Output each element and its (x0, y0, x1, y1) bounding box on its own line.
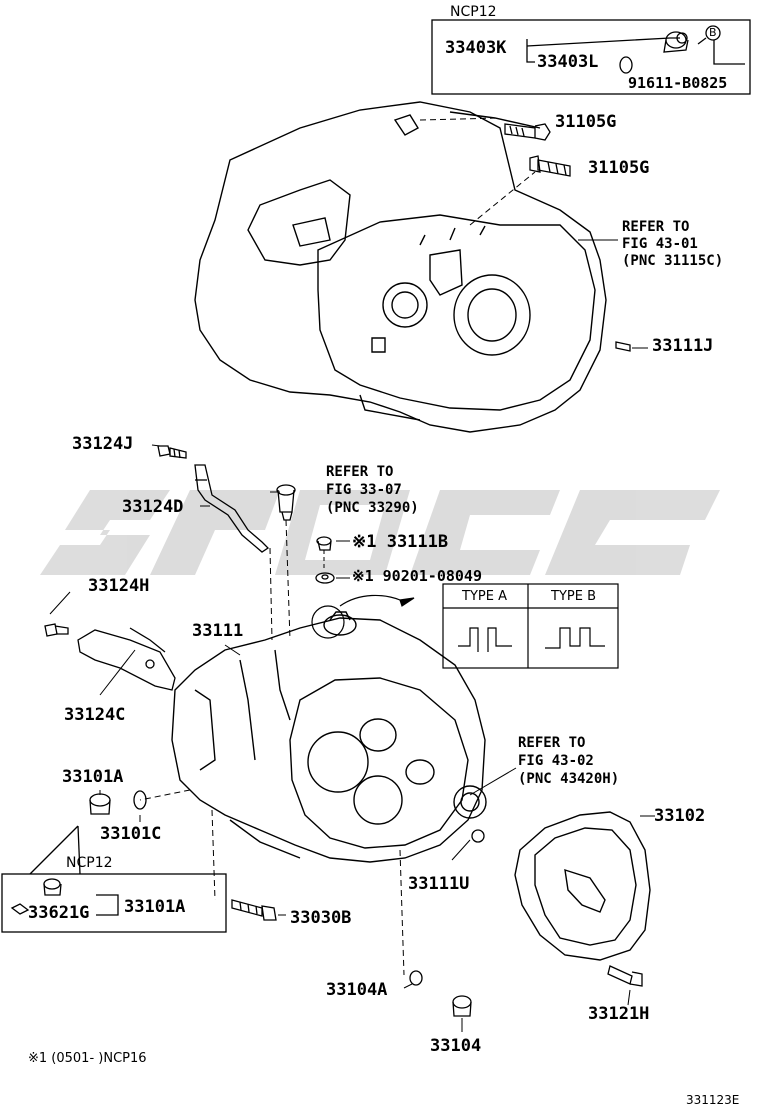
type-a-header: TYPE A (462, 589, 507, 604)
ref-note-43-02-line2: FIG 43-02 (518, 753, 594, 769)
type-table (442, 583, 619, 669)
inset-left-title: NCP12 (66, 855, 113, 871)
part-label-33621g: 33621G (28, 903, 90, 923)
plug-33104a (409, 970, 423, 986)
part-label-31105g-b: 31105G (588, 158, 650, 178)
figure-code: 331123E (686, 1093, 740, 1107)
washer-90201 (315, 572, 335, 584)
part-label-33111u: 33111U (408, 874, 470, 894)
part-label-33124c: 33124C (64, 705, 126, 725)
bolt-33121h (607, 965, 643, 987)
pin-33111j (615, 341, 631, 352)
part-label-33111: 33111 (192, 621, 244, 641)
bolt-31105g-upper (504, 123, 551, 141)
stud-ref-33290 (276, 484, 296, 521)
ref-note-33-07-line2: FIG 33-07 (326, 482, 402, 498)
ref-note-33-07-line3: (PNC 33290) (326, 500, 419, 516)
ref-note-43-01-line2: FIG 43-01 (622, 236, 698, 252)
part-label-33104: 33104 (430, 1036, 482, 1056)
bracket-33124d (194, 464, 270, 553)
oring-33101c (133, 790, 147, 810)
inset-box-left (1, 825, 227, 933)
part-label-33102: 33102 (654, 806, 706, 826)
ref-note-43-01-line1: REFER TO (622, 219, 690, 235)
cover-33102 (514, 811, 651, 961)
footnote: ※1 (0501- )NCP16 (28, 1051, 147, 1066)
part-label-33030b: 33030B (290, 908, 352, 928)
ref-note-33-07-line1: REFER TO (326, 464, 394, 480)
part-label-33104a: 33104A (326, 980, 388, 1000)
part-label-33124h: 33124H (88, 576, 150, 596)
inset-box-top (431, 19, 751, 95)
bolt-31105g-lower (529, 155, 571, 177)
plug-33101a (89, 793, 111, 815)
part-label-33111j: 33111J (652, 336, 714, 356)
part-label-33403k: 33403K (445, 38, 507, 58)
leader-lines-upper (419, 117, 648, 349)
plug-33104 (452, 995, 472, 1017)
bolt-33030b (231, 899, 277, 921)
detail-circle (311, 594, 415, 639)
part-label-33111b: ※1 33111B (352, 532, 449, 552)
ref-note-43-02-line1: REFER TO (518, 735, 586, 751)
ref-note-43-02-line3: (PNC 43420H) (518, 771, 620, 787)
part-label-31105g-a: 31105G (555, 112, 617, 132)
part-label-91611-b0825: 91611-B0825 (628, 74, 728, 92)
leader-lines-lower (49, 444, 655, 1032)
ref-note-43-01-line3: (PNC 31115C) (622, 253, 724, 269)
part-label-33101c: 33101C (100, 824, 162, 844)
plug-33111u (471, 829, 485, 843)
part-label-33101a-ncp12: 33101A (124, 897, 186, 917)
transaxle-housing-upper (194, 101, 607, 433)
part-label-33124d: 33124D (122, 497, 184, 517)
part-label-33121h: 33121H (588, 1004, 650, 1024)
part-label-33403l: 33403L (537, 52, 599, 72)
bracket-33124c (77, 627, 176, 691)
part-label-33101a: 33101A (62, 767, 124, 787)
watermark-logo (40, 490, 720, 575)
plug-33111b (316, 536, 332, 551)
bolt-33124h (44, 623, 69, 637)
transaxle-case-33111 (171, 611, 487, 863)
part-label-33124j: 33124J (72, 434, 134, 454)
part-label-90201-08049: ※1 90201-08049 (352, 567, 482, 585)
marker-b: B (709, 26, 717, 39)
type-b-header: TYPE B (551, 589, 596, 604)
inset-top-title: NCP12 (450, 4, 497, 20)
part-33124j (157, 445, 187, 459)
